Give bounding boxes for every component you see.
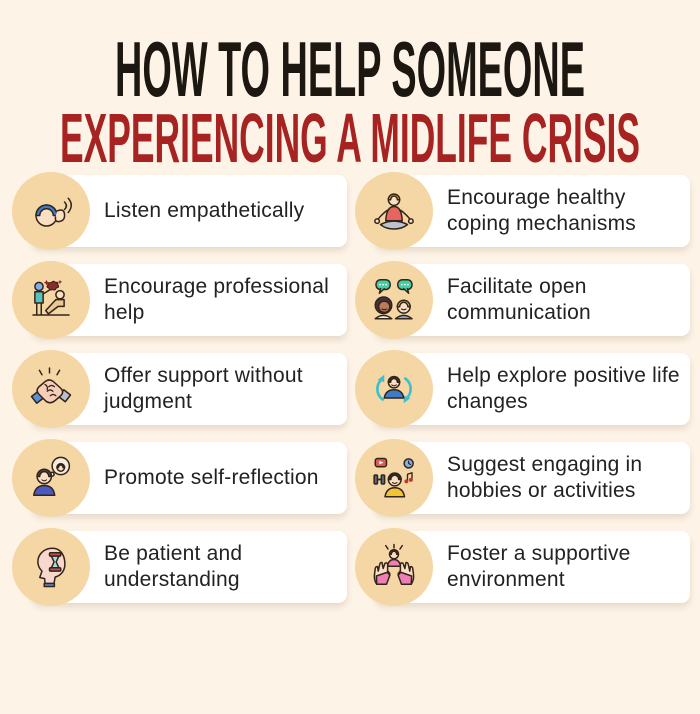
tip-label: Foster a supportive environment — [447, 542, 631, 591]
list-item: Encourage professional help — [10, 261, 347, 339]
icon-circle — [12, 261, 90, 339]
list-item: Promote self-reflection — [10, 439, 347, 517]
listening-ear-icon — [35, 197, 72, 227]
icon-circle — [355, 261, 433, 339]
clasped-hands-icon — [30, 367, 72, 404]
icon-circle — [12, 350, 90, 428]
list-item: Listen empathetically — [10, 172, 347, 250]
therapy-session-icon — [32, 279, 70, 316]
list-item: Offer support without judgment — [10, 350, 347, 428]
tip-card: Foster a supportive environment — [375, 531, 690, 603]
list-item: Foster a supportive environment — [353, 528, 690, 606]
icon-circle — [12, 528, 90, 606]
list-item: Be patient and understanding — [10, 528, 347, 606]
tip-label: Suggest engaging in hobbies or activitie… — [447, 453, 643, 502]
icon-circle — [355, 439, 433, 517]
tip-label: Encourage professional help — [104, 275, 330, 324]
icon-circle — [355, 172, 433, 250]
speech-bubbles-icon — [374, 279, 413, 320]
hourglass-head-icon — [37, 547, 66, 588]
tip-card: Be patient and understanding — [32, 531, 347, 603]
list-item: Help explore positive life changes — [353, 350, 690, 428]
icon-circle — [12, 172, 90, 250]
icon-circle — [355, 528, 433, 606]
supporting-hands-icon — [373, 543, 415, 585]
icon-circle — [355, 350, 433, 428]
tip-label: Be patient and understanding — [104, 542, 243, 591]
tip-label: Encourage healthy coping mechanisms — [447, 186, 636, 235]
infographic: HOW TO HELP SOMEONE EXPERIENCING A MIDLI… — [0, 14, 700, 606]
meditation-icon — [374, 193, 414, 230]
tip-card: Suggest engaging in hobbies or activitie… — [375, 442, 690, 514]
title-line-1: HOW TO HELP SOMEONE — [115, 25, 585, 113]
tip-label: Facilitate open communication — [447, 275, 591, 324]
tip-label: Offer support without judgment — [104, 364, 303, 413]
tips-grid: Listen empathetically Encourage healthy … — [0, 172, 700, 606]
tip-label: Promote self-reflection — [104, 466, 319, 489]
tip-label: Help explore positive life changes — [447, 364, 680, 413]
icon-circle — [12, 439, 90, 517]
title-line-2: EXPERIENCING A MIDLIFE CRISIS — [60, 99, 640, 164]
hobbies-icon — [373, 457, 414, 498]
list-item: Facilitate open communication — [353, 261, 690, 339]
tip-label: Listen empathetically — [104, 199, 305, 222]
page-title: HOW TO HELP SOMEONE EXPERIENCING A MIDLI… — [60, 25, 640, 164]
thought-bubble-icon — [33, 456, 71, 496]
list-item: Suggest engaging in hobbies or activitie… — [353, 439, 690, 517]
list-item: Encourage healthy coping mechanisms — [353, 172, 690, 250]
renewal-arrows-icon — [376, 374, 412, 404]
